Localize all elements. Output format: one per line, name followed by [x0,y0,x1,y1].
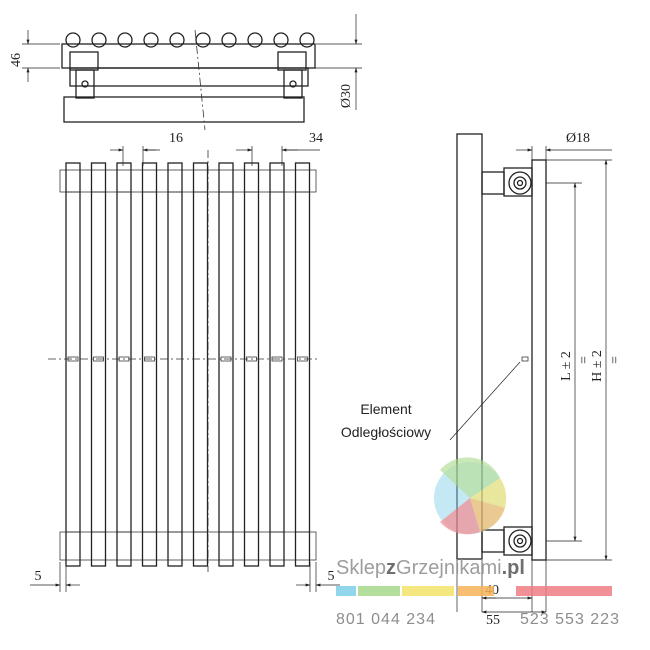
side-view: Ø18 L ± 2 = H ± 2 = 40 55 [449,131,623,628]
dim-d30: Ø30 [339,84,354,108]
top-knob [247,32,263,48]
front-tube [116,162,132,567]
top-knob [91,32,107,48]
dim-H-eq: = [608,356,623,364]
bottom-manifold [59,531,317,561]
watermark-logo-ball [434,457,507,535]
front-tube [65,162,81,567]
watermark: SklepzGrzejnikami.pl 801 044 234 523 553… [336,457,620,628]
side-bracket-bottom [481,526,533,556]
top-knob [169,32,185,48]
dim-34: 34 [309,131,323,146]
top-manifold [59,169,317,193]
top-tube-lower [69,67,309,87]
top-tube-upper [61,43,316,69]
front-tube [269,162,285,567]
front-view-tubes [65,162,311,567]
dim-L: L ± 2 [559,351,574,381]
wall-block-side [456,133,483,560]
element-label-line1: Element [360,401,411,417]
top-knob [195,32,211,48]
front-tube [218,162,234,567]
front-tube [192,162,209,567]
dim-H: H ± 2 [590,350,605,382]
front-tube [243,162,260,567]
top-view-knobs [65,32,315,48]
front-view: 16 34 5 5 [30,131,340,592]
top-view: 46 Ø30 [9,14,362,131]
dim-55: 55 [486,613,500,628]
top-knob [65,32,81,48]
top-knob [143,32,159,48]
watermark-phone-1: 801 044 234 [336,611,436,628]
watermark-color-stripes [336,586,612,596]
watermark-phone-2: 523 553 223 [520,611,620,628]
front-tube [141,162,158,567]
left-bracket-top [69,51,99,99]
watermark-stripe [402,586,454,596]
side-tube [531,159,547,561]
element-label-line2: Odległościowy [341,424,431,440]
dim-46: 46 [9,53,24,67]
right-bracket-top [277,51,307,99]
watermark-stripe [336,586,356,596]
spacer-element [521,356,529,362]
front-tube [90,162,107,567]
dim-L-eq: = [577,356,592,364]
top-knob [299,32,315,48]
top-knob [273,32,289,48]
watermark-stripe [516,586,612,596]
side-bracket-top [481,167,533,197]
watermark-stripe [458,586,494,596]
wall-block-top [63,96,305,123]
front-tube [294,162,311,567]
top-knob [221,32,237,48]
front-tube [167,162,183,567]
dim-5-right: 5 [328,569,335,584]
watermark-brand: SklepzGrzejnikami.pl [336,557,525,579]
dim-16: 16 [169,131,183,146]
watermark-stripe [358,586,400,596]
top-knob [117,32,133,48]
dim-d18: Ø18 [566,131,590,146]
dim-5-left: 5 [35,569,42,584]
